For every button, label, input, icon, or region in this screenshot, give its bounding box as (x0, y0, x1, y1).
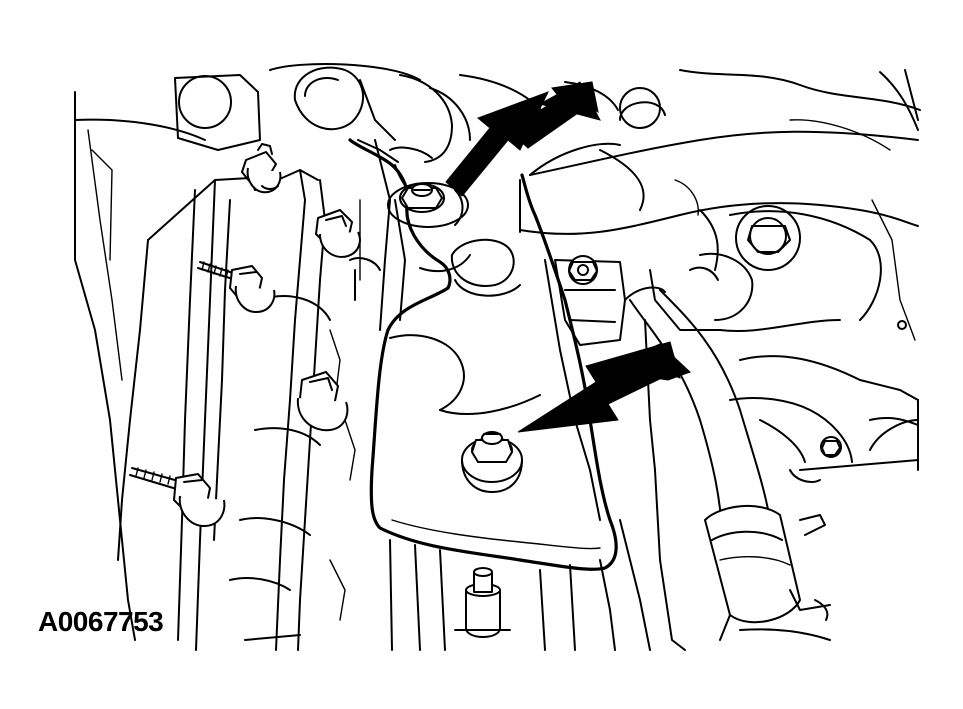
cylinder-head (389, 319, 686, 651)
bracket-bolt (554, 255, 626, 346)
shield-bolt-lower (461, 431, 523, 493)
manifold-stud-2 (197, 261, 276, 313)
engine-mount (649, 205, 919, 483)
manifold-nut-1 (315, 209, 361, 258)
manifold-stud-1 (241, 143, 282, 194)
callout-arrow-top-2 (507, 81, 601, 149)
exhaust-pipe (519, 130, 919, 271)
manifold-rails (117, 139, 406, 651)
coolant-tube (624, 286, 831, 641)
engine-background (74, 63, 921, 641)
manifold-stud-3 (129, 467, 226, 527)
callout-arrow-lower (517, 341, 691, 433)
shield-bolt-upper (387, 182, 469, 228)
figure-id-label: A0067753 (38, 606, 164, 637)
manifold-nut-2 (296, 371, 349, 432)
